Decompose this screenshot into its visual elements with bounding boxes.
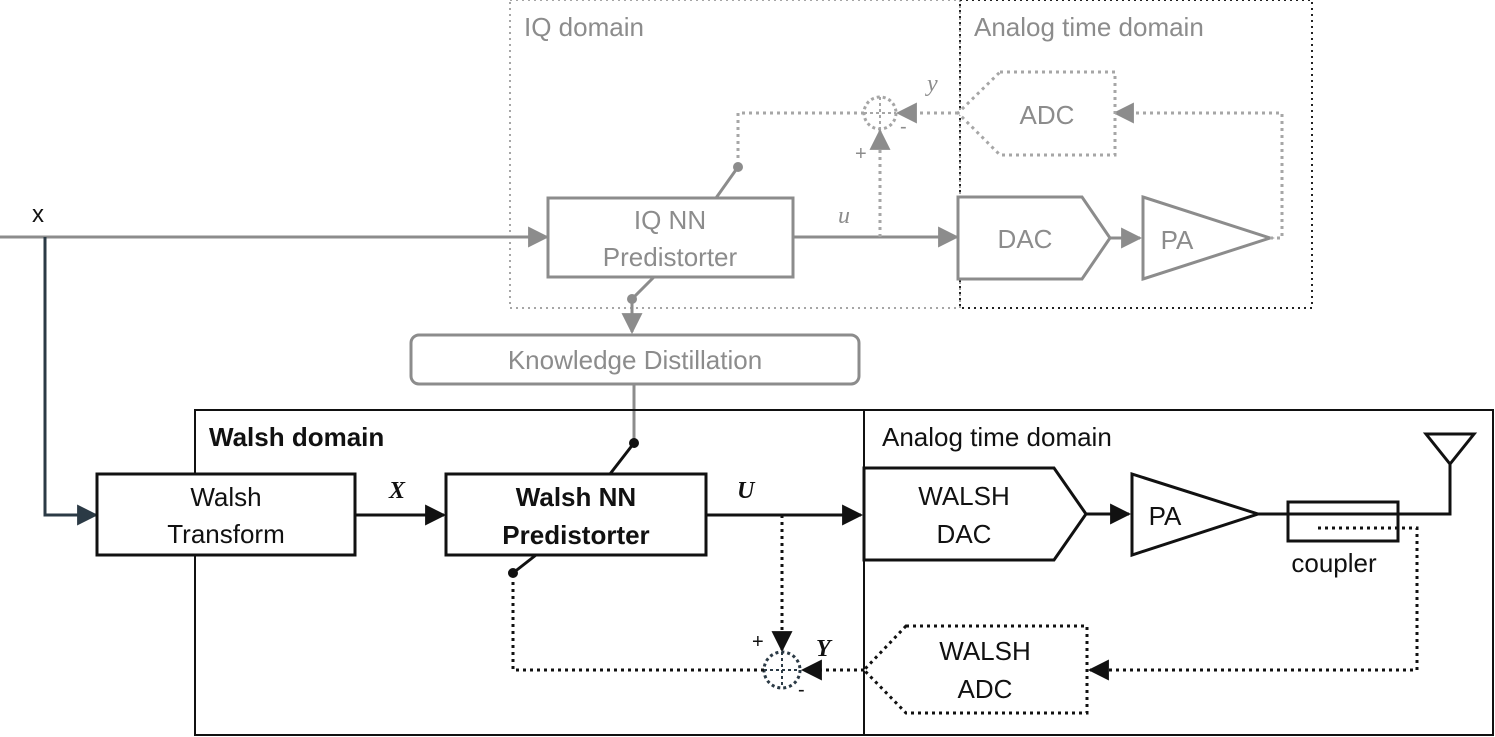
walsh-transform: Walsh Transform xyxy=(95,472,357,557)
iq-analog-label: Analog time domain xyxy=(974,12,1204,42)
walsh-domain-label: Walsh domain xyxy=(209,422,384,452)
iq-y-label: y xyxy=(925,71,938,97)
walsh-nn-predistorter: Walsh NN Predistorter xyxy=(444,472,708,557)
walsh-Y-label: Y xyxy=(816,636,833,662)
walsh-plus-sign: + xyxy=(752,631,764,653)
iq-summing-node xyxy=(862,95,898,131)
walsh-adc-line2: ADC xyxy=(958,674,1013,704)
iq-analog-region xyxy=(959,0,1313,309)
iq-error-path xyxy=(736,111,864,162)
iq-domain-label: IQ domain xyxy=(524,12,644,42)
walsh-dac-line2: DAC xyxy=(937,519,992,549)
iq-plus-sign: + xyxy=(855,143,867,165)
iq-domain-region xyxy=(509,0,961,309)
walsh-X-label: X xyxy=(388,478,406,504)
walsh-lever-top xyxy=(608,442,636,475)
walsh-adc: WALSH ADC xyxy=(861,624,1089,715)
walsh-domain-region xyxy=(194,409,865,736)
walsh-feedback-path xyxy=(1087,526,1419,681)
walsh-dac: WALSH DAC xyxy=(862,466,1088,562)
walsh-pa: PA xyxy=(1130,471,1263,558)
iq-update-lever-top xyxy=(714,166,740,199)
walsh-transform-line1: Walsh xyxy=(190,482,261,512)
coupler-to-antenna-line xyxy=(1398,464,1452,516)
walsh-adc-line1: WALSH xyxy=(939,636,1031,666)
iq-minus-sign: - xyxy=(900,116,907,138)
iq-adc-label: ADC xyxy=(1020,100,1075,130)
walsh-dac-line1: WALSH xyxy=(918,481,1010,511)
iq-pa: PA xyxy=(1141,194,1275,282)
iq-dac-label: DAC xyxy=(998,224,1053,254)
iq-predistorter-line1: IQ NN xyxy=(634,205,706,235)
knowledge-distillation-box: Knowledge Distillation xyxy=(409,333,861,386)
iq-nn-predistorter: IQ NN Predistorter xyxy=(546,196,795,279)
walsh-pivot-bottom xyxy=(508,568,518,578)
antenna-icon xyxy=(1422,432,1478,467)
walsh-analog-region xyxy=(863,409,1494,736)
walsh-error-path xyxy=(511,578,764,672)
walsh-U-label: U xyxy=(737,478,756,504)
walsh-analog-label: Analog time domain xyxy=(882,422,1112,452)
iq-pa-label: PA xyxy=(1161,225,1194,255)
distillation-label: Knowledge Distillation xyxy=(508,345,762,375)
coupler xyxy=(1286,500,1400,543)
iq-adc: ADC xyxy=(955,70,1117,157)
iq-predistorter-line2: Predistorter xyxy=(603,242,738,272)
walsh-predistorter-line1: Walsh NN xyxy=(516,482,636,512)
walsh-pa-label: PA xyxy=(1149,501,1182,531)
walsh-predistorter-line2: Predistorter xyxy=(502,520,649,550)
walsh-transform-line2: Transform xyxy=(167,519,285,549)
iq-lever-bottom xyxy=(630,275,656,301)
iq-dac: DAC xyxy=(956,195,1112,281)
walsh-summing-node xyxy=(762,650,802,690)
iq-u-label: u xyxy=(838,203,850,229)
coupler-label: coupler xyxy=(1291,548,1377,578)
input-to-walsh-arrow xyxy=(43,237,99,526)
walsh-minus-sign: - xyxy=(798,679,805,701)
walsh-pivot-top xyxy=(629,438,639,448)
input-x-label: x xyxy=(32,201,44,228)
iq-update-pivot-top xyxy=(733,162,743,172)
